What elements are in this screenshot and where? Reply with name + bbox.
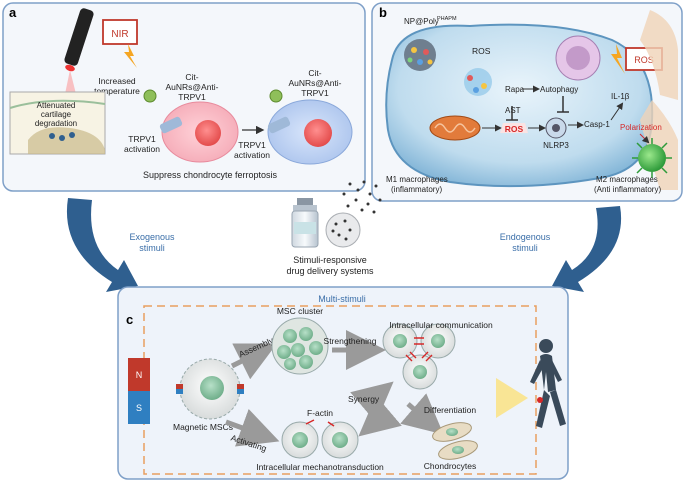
np-label: NP@Poly xyxy=(404,17,439,26)
ros-center-text: ROS xyxy=(505,124,524,134)
differentiation-arrow xyxy=(400,393,444,435)
autophagosome-icon xyxy=(555,35,601,81)
cit-label-2-line1: Cit- xyxy=(308,68,321,78)
polarization-arrow xyxy=(639,133,650,144)
synergy-arrow-down xyxy=(358,395,402,437)
rapa-label: Rapa xyxy=(505,85,525,94)
nlrp3-complex-icon xyxy=(545,117,567,139)
msc-cluster-icon xyxy=(271,317,329,375)
m1-line2: (inflammatory) xyxy=(391,185,442,194)
drug-vial-icon xyxy=(291,198,319,248)
cit-label-1-line2: AuNRs@Anti- xyxy=(165,82,218,92)
casp1-label: Casp-1 xyxy=(584,120,610,129)
magnetic-mscs-label: Magnetic MSCs xyxy=(173,422,233,432)
panel-c-letter: c xyxy=(126,312,133,327)
nanoparticle-icon xyxy=(404,39,436,71)
msc-cluster-label: MSC cluster xyxy=(277,306,323,316)
exogenous-arrow xyxy=(66,198,138,292)
gold-nanoparticle-2-icon xyxy=(269,89,283,103)
cit-label-1-line1: Cit- xyxy=(185,72,198,82)
gold-nanoparticle-icon xyxy=(143,89,157,103)
il1b-label: IL-1β xyxy=(611,92,630,101)
panel-a-caption: Suppress chondrocyte ferroptosis xyxy=(143,170,278,180)
chondrocyte-cell-blue xyxy=(267,99,353,165)
cit-label-1-line3: TRPV1 xyxy=(178,92,206,102)
trpv1-channel-icon xyxy=(159,116,183,134)
intracellular-comm-label: Intracellular communication xyxy=(389,320,493,330)
cartilage-schematic xyxy=(9,91,106,155)
trpv1-channel-2-icon xyxy=(267,116,291,134)
communicating-cells-icon xyxy=(382,323,456,390)
endogenous-line1: Endogenous xyxy=(500,232,551,242)
panel-c-dashed-box xyxy=(143,305,537,475)
np-label-sup: PHAPM xyxy=(437,16,457,22)
joint-icon xyxy=(640,10,678,190)
trpv1-activation-1-line1: TRPV1 xyxy=(128,134,156,144)
factin-label: F-actin xyxy=(307,408,333,418)
lightning-b-icon xyxy=(611,44,625,74)
magnet-s: S xyxy=(136,403,142,413)
attenuated-line3: degradation xyxy=(35,119,77,128)
panel-a-letter: a xyxy=(9,5,17,20)
cit-label-2-line3: TRPV1 xyxy=(301,88,329,98)
cit-label-2-line2: AuNRs@Anti- xyxy=(288,78,341,88)
panel-b: b NP@Poly PHAPM ROS xyxy=(371,2,683,202)
magnetic-msc-cell xyxy=(176,358,244,420)
strengthening-label: Strengthening xyxy=(324,336,377,346)
ros-box-text: ROS xyxy=(634,55,654,65)
nir-text: NIR xyxy=(111,29,128,40)
mechanotransduction-label: Intracellular mechanotransduction xyxy=(256,462,384,472)
exogenous-line1: Exogenous xyxy=(129,232,175,242)
attenuated-line2: cartilage xyxy=(41,110,72,119)
trpv1-activation-2-line1: TRPV1 xyxy=(238,140,266,150)
nanoparticle-sphere-icon xyxy=(325,212,361,248)
synergy-label: Synergy xyxy=(348,394,380,404)
ros-cluster-icon xyxy=(464,68,492,96)
ros-center-badge: ROS xyxy=(500,123,528,134)
ast-label: AST xyxy=(505,106,521,115)
ros-top-label: ROS xyxy=(472,46,491,56)
scattered-particles xyxy=(342,180,382,214)
panel-c-title: Multi-stimuli xyxy=(318,294,366,304)
nir-label-box: NIR xyxy=(102,19,138,68)
exogenous-line2: stimuli xyxy=(139,243,165,253)
assembly-arrow xyxy=(230,343,277,380)
srds-line1: Stimuli-responsive xyxy=(293,255,367,265)
nlrp3-label: NLRP3 xyxy=(543,141,569,150)
panel-b-letter: b xyxy=(379,5,387,20)
polarization-label: Polarization xyxy=(620,123,662,132)
m2-macrophage-icon xyxy=(632,138,672,178)
magnet-icon: N S xyxy=(128,358,150,424)
chondrocytes-label: Chondrocytes xyxy=(424,461,476,471)
walking-person-icon xyxy=(496,339,566,428)
activating-arrow xyxy=(225,408,280,447)
chondrocytes-icon xyxy=(432,422,478,460)
panel-a: a NIR Increased temperature Cit- AuNRs@A… xyxy=(2,2,366,192)
endogenous-line2: stimuli xyxy=(512,243,538,253)
increased-temperature-line1: Increased xyxy=(98,76,136,86)
factin-cells-icon xyxy=(281,419,359,459)
casp1-arrow xyxy=(610,102,624,121)
endogenous-arrow xyxy=(552,206,622,292)
m2-line1: M2 macrophages xyxy=(596,175,658,184)
magnet-n: N xyxy=(136,370,143,380)
srds-line2: drug delivery systems xyxy=(286,266,374,276)
differentiation-label: Differentiation xyxy=(424,405,477,415)
panel-c: c Multi-stimuli N S Magnetic MSCs Assemb… xyxy=(117,286,569,480)
m2-line2: (Anti inflammatory) xyxy=(594,185,661,194)
lightning-icon xyxy=(124,44,137,68)
chondrocyte-cell-pink xyxy=(159,101,239,163)
increased-temperature-line2: temperature xyxy=(94,86,140,96)
mitochondrion-icon xyxy=(429,115,481,141)
attenuated-line1: Attenuated xyxy=(37,101,76,110)
trpv1-activation-2-line2: activation xyxy=(234,150,270,160)
trpv1-activation-1-line2: activation xyxy=(124,144,160,154)
m1-line1: M1 macrophages xyxy=(386,175,448,184)
autophagy-label: Autophagy xyxy=(540,85,578,94)
